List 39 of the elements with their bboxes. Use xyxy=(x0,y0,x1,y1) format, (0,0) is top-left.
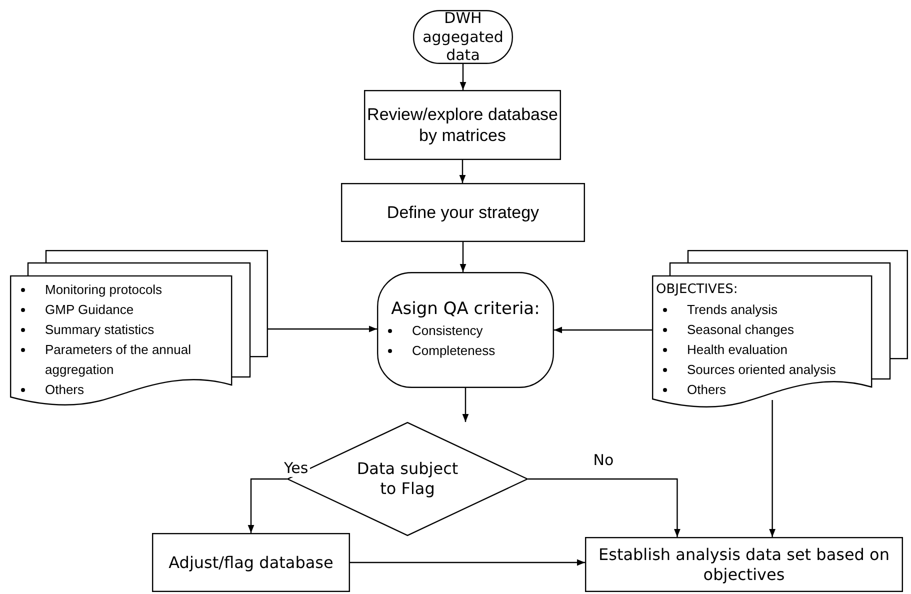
arrow xyxy=(460,242,466,272)
arrow xyxy=(459,160,466,183)
box-label: Data subject to Flag xyxy=(356,459,460,499)
terminator-shape xyxy=(413,10,513,64)
list-item: Seasonal changes xyxy=(656,320,868,340)
list-item: GMP Guidance xyxy=(14,300,228,320)
arrow xyxy=(528,478,680,537)
list-item: Completeness xyxy=(381,340,546,361)
arrow xyxy=(350,559,585,566)
arrow xyxy=(460,64,466,90)
list-item: Others xyxy=(14,380,228,400)
arrow xyxy=(554,326,652,334)
box-label: Review/explore database by matrices xyxy=(366,104,559,146)
document-stack xyxy=(652,250,908,410)
list-item: Consistency xyxy=(381,320,546,341)
box-label: Asign QA criteria: xyxy=(390,299,541,321)
edge-label: Yes xyxy=(282,459,310,477)
list-heading: OBJECTIVES: xyxy=(656,280,739,299)
process-box xyxy=(364,90,561,160)
list-item: Monitoring protocols xyxy=(14,280,228,300)
process-box xyxy=(152,533,350,592)
box-label: Define your strategy xyxy=(386,202,540,224)
arrow xyxy=(769,400,776,537)
process-box xyxy=(377,272,554,388)
list-item: Trends analysis xyxy=(656,300,868,320)
box-label: DWH aggegated data xyxy=(422,8,504,66)
list-item: Sources oriented analysis xyxy=(656,360,868,380)
box-label: Establish analysis data set based on objectives xyxy=(598,544,890,584)
document-stack xyxy=(10,250,268,408)
box-label: Adjust/flag database xyxy=(168,552,334,572)
list-item: Summary statistics xyxy=(14,320,228,340)
list-item: Parameters of the annual aggregation xyxy=(14,340,228,380)
arrow xyxy=(248,478,287,533)
list-item: Others xyxy=(656,380,868,400)
process-box xyxy=(341,183,585,242)
arrow xyxy=(462,388,469,422)
process-box xyxy=(585,537,903,592)
list-item: Health evaluation xyxy=(656,340,868,360)
arrow xyxy=(268,326,377,332)
